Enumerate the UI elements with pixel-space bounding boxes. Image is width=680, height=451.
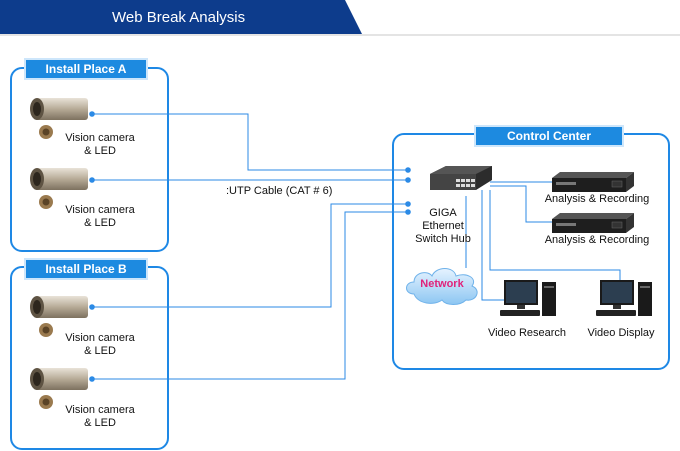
camera-label-line2: & LED: [84, 345, 116, 357]
pc-icon: [500, 280, 556, 316]
network-cloud-icon: [406, 268, 478, 305]
network-label: Network: [420, 278, 464, 290]
recorder-icon: [552, 213, 634, 233]
camera-label-line1: Vision camera: [65, 332, 135, 344]
camera-label: Vision camera & LED: [58, 404, 142, 430]
connection-dots: [89, 111, 411, 382]
vision-camera-icon: [30, 168, 88, 209]
vision-camera-icon: [30, 368, 88, 409]
camera-label-line2: & LED: [84, 417, 116, 429]
install-place-b-label: Install Place B: [24, 258, 148, 280]
recorder-icon: [552, 172, 634, 192]
camera-label-line1: Vision camera: [65, 204, 135, 216]
cable-label: :UTP Cable (CAT # 6): [226, 185, 333, 197]
recorder-label: Analysis & Recording: [544, 193, 650, 205]
switch-label-line2: Ethernet: [422, 220, 464, 232]
camera-label-line1: Vision camera: [65, 132, 135, 144]
recorder-label: Analysis & Recording: [544, 234, 650, 246]
install-place-a-label: Install Place A: [24, 58, 148, 80]
vision-camera-icon: [30, 98, 88, 139]
switch-hub-icon: [430, 166, 492, 190]
pc-label: Video Display: [587, 327, 655, 339]
pc-label: Video Research: [487, 327, 567, 339]
switch-label-line1: GIGA: [429, 207, 457, 219]
camera-label-line2: & LED: [84, 217, 116, 229]
header-bar: Web Break Analysis: [0, 0, 680, 38]
camera-label: Vision camera & LED: [58, 332, 142, 358]
camera-label-line2: & LED: [84, 145, 116, 157]
switch-hub-label: GIGA Ethernet Switch Hub: [408, 207, 478, 246]
page-title: Web Break Analysis: [112, 9, 246, 26]
pc-icon: [596, 280, 652, 316]
switch-label-line3: Switch Hub: [415, 233, 471, 245]
control-center-label: Control Center: [474, 125, 624, 147]
camera-label-line1: Vision camera: [65, 404, 135, 416]
install-place-a-group: [10, 67, 169, 252]
header-shape: [0, 0, 680, 36]
camera-label: Vision camera & LED: [58, 132, 142, 158]
camera-label: Vision camera & LED: [58, 204, 142, 230]
vision-camera-icon: [30, 296, 88, 337]
